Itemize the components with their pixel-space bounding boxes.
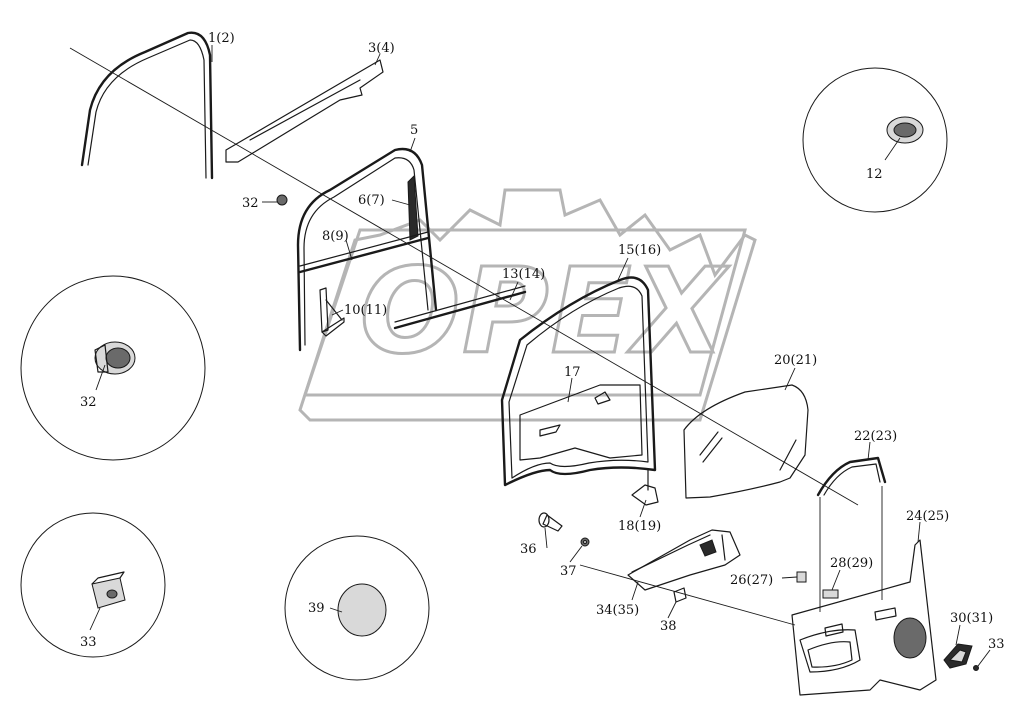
label-32-top: 32 (242, 196, 259, 211)
label-30: 30(31) (950, 611, 993, 626)
detail-circle-12 (802, 67, 948, 213)
part-inner-strip (225, 59, 384, 163)
part-clip (796, 571, 807, 583)
part-inner-door-panel (519, 384, 643, 461)
part-hinge (631, 469, 659, 506)
label-10: 10(11) (344, 303, 387, 318)
label-26: 26(27) (730, 573, 773, 588)
label-32-circle: 32 (80, 395, 97, 410)
label-17: 17 (564, 365, 581, 380)
watermark-gear (298, 188, 757, 422)
label-3: 3(4) (368, 41, 395, 56)
detail-circle-32 (20, 275, 206, 461)
part-channel-bracket (319, 287, 345, 337)
label-15: 15(16) (618, 243, 661, 258)
part-door-weatherstrip (500, 276, 657, 487)
label-20: 20(21) (774, 353, 817, 368)
label-12: 12 (866, 167, 883, 182)
label-22: 22(23) (854, 429, 897, 444)
label-24: 24(25) (906, 509, 949, 524)
detail-circle-33 (20, 512, 166, 658)
part-door-glass (683, 384, 809, 499)
label-37: 37 (560, 564, 577, 579)
leader-lines (89, 45, 991, 667)
part-screw-cover (822, 589, 839, 599)
label-6: 6(7) (358, 193, 385, 208)
part-outer-belt-strip (393, 285, 527, 330)
part-kick-panel (627, 529, 741, 591)
label-34: 34(35) (596, 603, 639, 618)
part-division-bar (407, 174, 419, 241)
part-plug (673, 587, 687, 603)
watermark-logo: OPEX (298, 188, 757, 422)
axis-line-lower (579, 564, 796, 626)
watermark-text: OPEX (360, 242, 729, 380)
part-labels: 1(2) 3(4) 5 12 32 6(7) 8(9) 15(16) 13(14… (80, 31, 1005, 652)
label-5: 5 (410, 123, 418, 138)
part-door-trim-panel (791, 539, 937, 696)
part-belt-strip (298, 231, 430, 274)
detail-circle-39 (284, 535, 430, 681)
part-assist-handle (816, 456, 887, 612)
label-36: 36 (520, 542, 537, 557)
watermark-frame (302, 228, 747, 397)
part-door-frame-seal (80, 31, 214, 180)
part-bolt (538, 512, 563, 532)
axis-line-main (69, 47, 859, 506)
part-run-channel (296, 147, 438, 352)
part-grommet-small (276, 194, 288, 206)
part-screw-33 (973, 665, 979, 671)
label-8: 8(9) (322, 229, 349, 244)
label-39: 39 (308, 601, 325, 616)
label-13: 13(14) (502, 267, 545, 282)
label-38: 38 (660, 619, 677, 634)
label-33-circle: 33 (80, 635, 97, 650)
part-inner-handle (943, 643, 973, 669)
label-33-small: 33 (988, 637, 1005, 652)
label-18: 18(19) (618, 519, 661, 534)
part-washer (580, 537, 590, 547)
label-28: 28(29) (830, 556, 873, 571)
label-1: 1(2) (208, 31, 235, 46)
